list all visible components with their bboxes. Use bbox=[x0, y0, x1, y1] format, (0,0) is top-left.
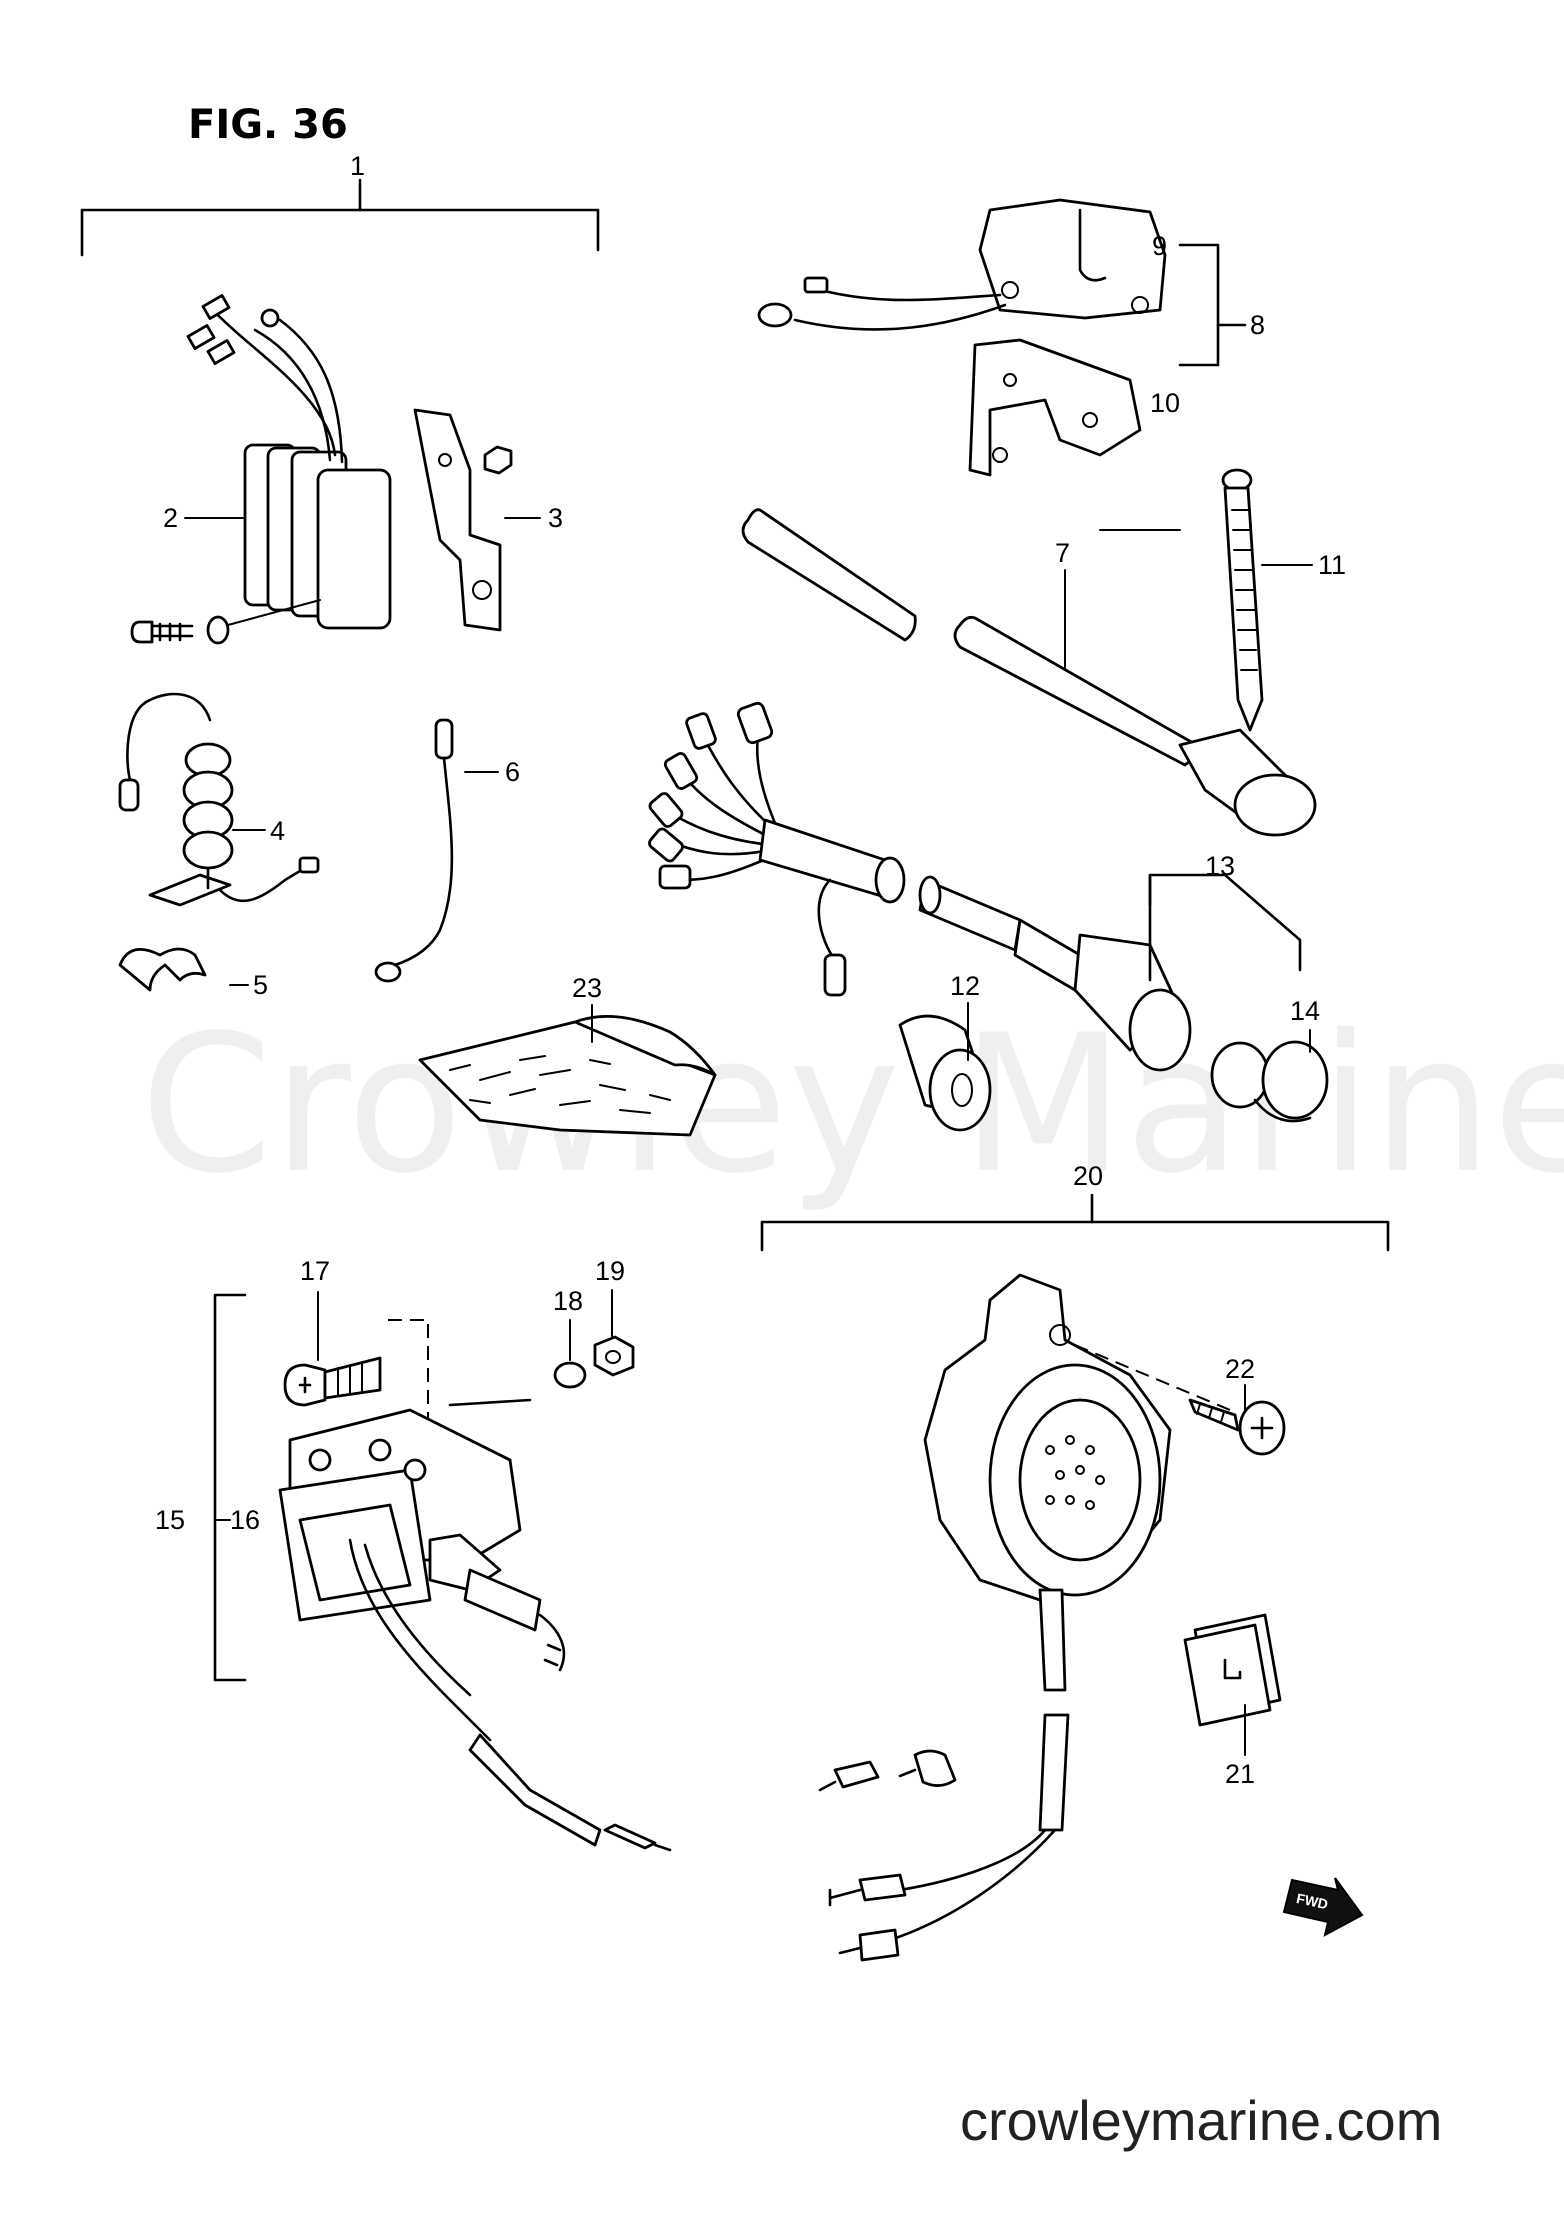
site-url: crowleymarine.com bbox=[960, 2089, 1442, 2152]
callout-7: 7 bbox=[1055, 538, 1070, 568]
part-13-harness bbox=[648, 701, 1192, 1072]
callout-23: 23 bbox=[572, 973, 602, 1003]
part-17-screw bbox=[283, 1319, 429, 1460]
part-5-clip bbox=[118, 947, 207, 992]
callout-13: 13 bbox=[1205, 851, 1235, 881]
relay-leads bbox=[757, 276, 1007, 331]
part-11-cable-tie bbox=[1221, 468, 1264, 732]
part-21-pad bbox=[1183, 1613, 1282, 1727]
callout-22: 22 bbox=[1225, 1354, 1255, 1384]
group-20-bracket bbox=[760, 1193, 1390, 1252]
callout-21: 21 bbox=[1225, 1759, 1255, 1789]
part-3-bracket bbox=[413, 408, 513, 632]
part-12-grommet bbox=[898, 1014, 992, 1132]
part-4-coil bbox=[118, 692, 320, 907]
part-18-washer bbox=[553, 1361, 587, 1389]
part-7-cable bbox=[741, 508, 1317, 837]
part-10-relay-bracket bbox=[968, 338, 1142, 477]
group-13-bracket bbox=[1148, 873, 1302, 982]
watermark: Crowley Marine bbox=[140, 994, 1564, 1215]
part-14-cap bbox=[1210, 1040, 1329, 1123]
part-20-buzzer bbox=[828, 1273, 1231, 1962]
figure-title: FIG. 36 bbox=[188, 102, 348, 148]
callout-18: 18 bbox=[553, 1286, 583, 1316]
callouts: 1 2 3 4 5 6 7 8 9 10 11 12 13 14 15 16 1… bbox=[155, 151, 1346, 1789]
callout-16: 16 bbox=[230, 1505, 260, 1535]
callout-4: 4 bbox=[270, 816, 285, 846]
callout-11: 11 bbox=[1318, 550, 1346, 580]
screw-washer bbox=[130, 599, 321, 645]
leader-lines bbox=[184, 517, 1313, 1756]
callout-2: 2 bbox=[163, 503, 178, 533]
callout-20: 20 bbox=[1073, 1161, 1103, 1191]
group-8-bracket bbox=[1178, 243, 1247, 367]
callout-14: 14 bbox=[1290, 996, 1320, 1026]
callout-9: 9 bbox=[1152, 231, 1167, 261]
callout-5: 5 bbox=[253, 970, 268, 1000]
terminal-pair bbox=[818, 1749, 957, 1792]
part-16-switch bbox=[278, 1398, 672, 1852]
callout-17: 17 bbox=[300, 1256, 330, 1286]
group-15-bracket bbox=[213, 1293, 247, 1682]
part-23-cloth bbox=[418, 1014, 717, 1137]
part-19-nut bbox=[593, 1335, 635, 1377]
part-22-screw bbox=[1188, 1398, 1286, 1456]
part-2-rectifier bbox=[186, 294, 392, 630]
callout-19: 19 bbox=[595, 1256, 625, 1286]
callout-1: 1 bbox=[350, 151, 365, 181]
fwd-label: FWD bbox=[1295, 1890, 1330, 1912]
callout-10: 10 bbox=[1150, 388, 1180, 418]
callout-8: 8 bbox=[1250, 310, 1265, 340]
part-9-relay-cover bbox=[978, 198, 1167, 320]
fwd-arrow: FWD bbox=[1282, 1877, 1364, 1937]
callout-3: 3 bbox=[548, 503, 563, 533]
callout-15: 15 bbox=[155, 1505, 185, 1535]
part-6-ground-lead bbox=[374, 718, 454, 983]
callout-12: 12 bbox=[950, 971, 980, 1001]
callout-6: 6 bbox=[505, 757, 520, 787]
group-1-bracket bbox=[80, 178, 600, 257]
